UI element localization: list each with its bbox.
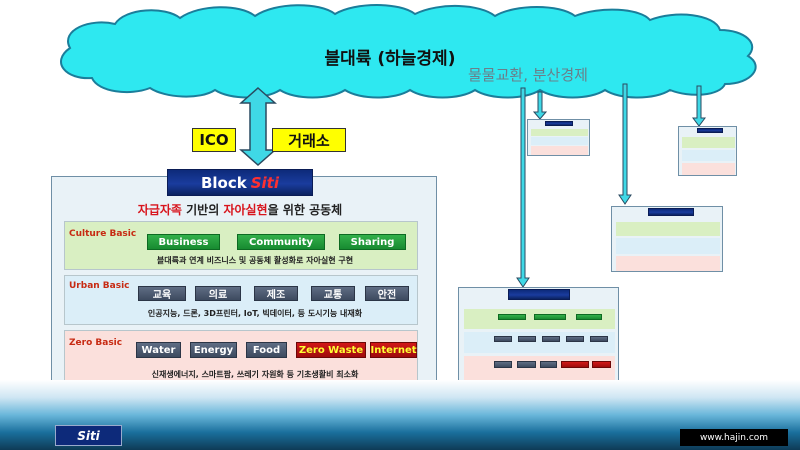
safety-button[interactable]: 안전	[365, 286, 409, 301]
footer-logo: Siti	[55, 425, 122, 446]
education-button[interactable]: 교육	[138, 286, 186, 301]
community-button[interactable]: Community	[237, 234, 325, 250]
thumb3-logo	[648, 208, 694, 216]
platform-thumbnail-2	[678, 126, 737, 176]
culture-label: Culture Basic	[69, 229, 137, 239]
arrow-thumb1	[532, 91, 548, 120]
urban-desc: 인공지능, 드론, 3D프린터, IoT, 빅데이터, 등 도시기능 내재화	[147, 309, 363, 318]
arrow-thumb4	[516, 87, 530, 288]
arrow-thumb2	[692, 85, 706, 127]
thumb1-logo	[545, 121, 573, 126]
footer-band	[0, 380, 800, 450]
manufacturing-button[interactable]: 제조	[254, 286, 298, 301]
zero-desc: 신재생에너지, 스마트팜, 쓰레기 자원화 등 기초생활비 최소화	[151, 370, 359, 379]
transport-button[interactable]: 교통	[311, 286, 355, 301]
urban-section	[64, 275, 418, 325]
zero-label: Zero Basic	[69, 338, 123, 348]
sharing-button[interactable]: Sharing	[339, 234, 406, 250]
ico-tag: ICO	[192, 128, 236, 152]
platform-thumbnail-4	[458, 287, 619, 382]
exchange-tag: 거래소	[272, 128, 346, 152]
medical-button[interactable]: 의료	[195, 286, 241, 301]
footer-url[interactable]: www.hajin.com	[680, 429, 788, 446]
cloud-title: 블대륙 (하늘경제)	[324, 49, 456, 69]
cloud-body	[60, 4, 757, 99]
thumb4-logo	[508, 289, 570, 300]
double-arrow	[239, 86, 277, 167]
business-button[interactable]: Business	[147, 234, 220, 250]
urban-label: Urban Basic	[69, 281, 130, 291]
cloud-shape	[60, 4, 757, 99]
logo-main: Block	[200, 173, 247, 192]
logo-accent: Siti	[250, 173, 279, 192]
platform-thumbnail-1	[527, 119, 590, 156]
cloud-subtitle: 물물교환, 분산경제	[468, 66, 588, 84]
platform-thumbnail-3	[611, 206, 723, 272]
platform-headline: 자급자족 기반의 자아실현을 위한 공동체	[137, 203, 343, 217]
food-button[interactable]: Food	[246, 342, 287, 358]
thumb2-logo	[697, 128, 723, 133]
zero-waste-button[interactable]: Zero Waste	[296, 342, 366, 358]
culture-desc: 블대륙과 연계 비즈니스 및 공동체 활성화로 자아실현 구현	[156, 256, 354, 265]
internet-button[interactable]: Internet	[370, 342, 417, 358]
arrow-thumb3	[618, 83, 632, 205]
energy-button[interactable]: Energy	[190, 342, 237, 358]
water-button[interactable]: Water	[136, 342, 181, 358]
